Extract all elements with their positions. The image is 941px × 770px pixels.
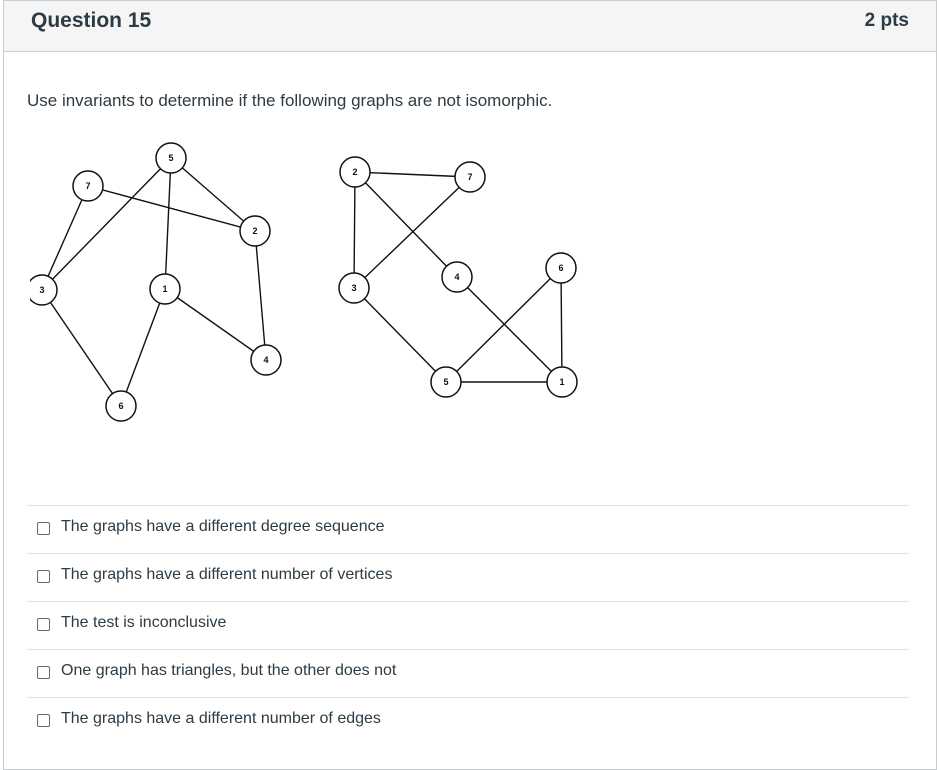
answer-checkbox[interactable] xyxy=(37,666,50,679)
question-points: 2 pts xyxy=(864,10,909,31)
answer-option[interactable]: The graphs have a different degree seque… xyxy=(27,505,909,553)
graph-left-edge-7-2 xyxy=(87,185,256,232)
answer-checkbox[interactable] xyxy=(37,570,50,583)
graph-left-edge-2-4 xyxy=(254,230,267,361)
graph-left-vertex-5 xyxy=(155,142,187,174)
answer-checkbox[interactable] xyxy=(37,618,50,631)
question-prompt: Use invariants to determine if the follo… xyxy=(27,91,553,110)
answer-option[interactable]: One graph has triangles, but the other d… xyxy=(27,649,909,697)
graph-right-vertex-4 xyxy=(441,261,473,293)
graph-right-vertex-6 xyxy=(545,252,577,284)
graph-right-edge-2-4 xyxy=(354,171,458,278)
graph-right-vertex-3 xyxy=(338,272,370,304)
graph-right-edge-2-3 xyxy=(353,171,356,289)
graph-right-edge-6-1 xyxy=(560,267,563,383)
graph-left-vertex-4 xyxy=(250,344,282,376)
graph-right-edge-4-1 xyxy=(456,276,563,383)
graph-left-vertex-label: 3 xyxy=(39,285,44,295)
graph-right-vertex-2 xyxy=(339,156,371,188)
graph-left-edge-7-3 xyxy=(41,185,89,291)
graph-right-vertex-label: 6 xyxy=(558,263,563,273)
answer-checkbox[interactable] xyxy=(37,714,50,727)
graph-right-vertex-label: 3 xyxy=(351,283,356,293)
graph-right-vertex-1 xyxy=(546,366,578,398)
graph-right-edge-3-5 xyxy=(353,287,447,383)
graph-right-edge-7-3 xyxy=(353,176,471,289)
graph-drawing: 5 7 2 3 1 4 6 2 7 4 6 3 5 1 xyxy=(26,142,578,422)
graph-right-vertex-label: 5 xyxy=(443,377,448,387)
graph-right-vertex-7 xyxy=(454,161,486,193)
graph-left-edge-5-1 xyxy=(164,157,172,290)
answer-option[interactable]: The graphs have a different number of ed… xyxy=(27,697,909,745)
graph-right-vertex-label: 7 xyxy=(467,172,472,182)
graph-right-edge-5-6 xyxy=(445,267,562,383)
answer-label: The graphs have a different number of ed… xyxy=(61,710,381,727)
graph-right-vertex-label: 2 xyxy=(352,167,357,177)
graph-left-edge-1-4 xyxy=(164,288,267,361)
answer-label: The graphs have a different degree seque… xyxy=(61,518,385,535)
answer-label: The test is inconclusive xyxy=(61,614,227,631)
graph-right-vertex-label: 4 xyxy=(454,272,459,282)
graph-left-edge-5-3 xyxy=(41,157,172,291)
answer-list: The graphs have a different degree seque… xyxy=(27,505,909,745)
graph-left-vertex-label: 6 xyxy=(118,401,123,411)
graph-left-vertex-6 xyxy=(105,390,137,422)
question-title: Question 15 xyxy=(31,9,152,32)
graph-right-vertex-label: 1 xyxy=(559,377,564,387)
graph-left-edge-5-2 xyxy=(170,157,256,232)
graph-left-vertex-label: 5 xyxy=(168,153,173,163)
answer-label: One graph has triangles, but the other d… xyxy=(61,662,397,679)
graph-right-edge-2-7 xyxy=(354,171,471,178)
graph-left-vertex-label: 7 xyxy=(85,181,90,191)
question-header: Question 15 2 pts xyxy=(4,1,936,52)
graph-left-vertex-2 xyxy=(239,215,271,247)
graph-left-edge-3-6 xyxy=(41,289,122,407)
graph-figure: 5 7 2 3 1 4 6 2 7 4 6 3 5 1 xyxy=(26,138,590,428)
graph-right-vertex-5 xyxy=(430,366,462,398)
answer-label: The graphs have a different number of ve… xyxy=(61,566,393,583)
graph-left-vertex-label: 4 xyxy=(263,355,268,365)
answer-option[interactable]: The graphs have a different number of ve… xyxy=(27,553,909,601)
graph-left-vertex-1 xyxy=(149,273,181,305)
graph-left-vertex-label: 2 xyxy=(252,226,257,236)
graph-left-vertex-label: 1 xyxy=(162,284,167,294)
answer-option[interactable]: The test is inconclusive xyxy=(27,601,909,649)
graph-left-vertex-7 xyxy=(72,170,104,202)
question-card: Question 15 2 pts xyxy=(3,0,937,770)
answer-checkbox[interactable] xyxy=(37,522,50,535)
graph-left-edge-1-6 xyxy=(120,288,166,407)
